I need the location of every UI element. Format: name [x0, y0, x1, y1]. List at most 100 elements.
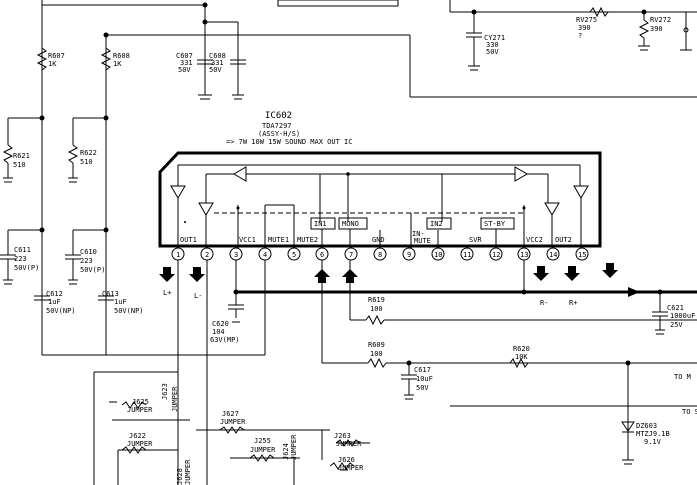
pin-name-mute2: MUTE2	[297, 236, 318, 244]
label-r-minus: R-	[540, 299, 548, 307]
pin-name-gnd: GND	[372, 236, 385, 244]
c617-value: 10uF	[416, 375, 433, 383]
j624: J624 JUMPER	[282, 434, 298, 460]
c612-voltage: 50V(NP)	[46, 307, 76, 315]
ic-block-mono: MONO	[338, 217, 368, 230]
cy271: CY271 330 50V	[466, 9, 505, 67]
c620: C620 104 63V(MP)	[210, 304, 244, 344]
c607-voltage: 50V	[178, 66, 191, 74]
j263-ref: J263	[334, 432, 351, 440]
dz603-part: MTZJ9.1B	[636, 430, 670, 438]
j628-label: JUMPER	[184, 459, 192, 485]
ic602-body	[158, 151, 602, 248]
label-l-minus: L-	[194, 292, 202, 300]
bottom-wiring	[93, 260, 370, 485]
c611: C611 223 50V(P)	[0, 227, 45, 281]
ic-block-stby: ST-BY	[480, 217, 515, 230]
c617-voltage: 50V	[416, 384, 429, 392]
j255-label: JUMPER	[250, 446, 276, 454]
r622: R622 510	[67, 115, 109, 179]
c607-ref: C607	[176, 52, 193, 60]
pin-10: 10	[434, 251, 442, 259]
c621: C621 1000uF 25V	[652, 292, 695, 331]
ic602-header: IC602 TDA7297 (ASSY-H/S) => 7W 10W 15W S…	[226, 111, 352, 146]
pin-name-out2: OUT2	[555, 236, 572, 244]
pin-name-mute: MUTE	[414, 237, 431, 245]
c613-value: 1uF	[114, 298, 127, 306]
j625-label: JUMPER	[127, 406, 153, 414]
c613-voltage: 50V(NP)	[114, 307, 144, 315]
c611-value: 223	[14, 255, 27, 263]
j624-label: JUMPER	[290, 434, 298, 460]
c607-value: 331	[180, 59, 193, 67]
ic-pins: 1 2 3 4 5 6 7 8 9 10 11 12 13 14 15	[171, 247, 589, 261]
j263-label: JUMPER	[336, 440, 362, 448]
j255-ref: J255	[254, 437, 271, 445]
j626: J626 JUMPER	[329, 456, 364, 472]
j263: J263 JUMPER	[334, 432, 362, 448]
block-in1-label: IN1	[314, 220, 327, 228]
r608-ref: R608	[113, 52, 130, 60]
block-in2-label: IN2	[430, 220, 443, 228]
c610-value: 223	[80, 257, 93, 265]
c610-voltage: 50V(P)	[80, 266, 105, 274]
r609-value: 100	[370, 350, 383, 358]
r619-value: 100	[370, 305, 383, 313]
cy271-ref: CY271	[484, 34, 505, 42]
dz603: DZ603 MTZJ9.1B 9.1V	[621, 421, 670, 461]
dz603-ref: DZ603	[636, 422, 657, 430]
pin-1: 1	[176, 251, 180, 259]
c620-voltage: 63V(MP)	[210, 336, 240, 344]
c612-value: 1uF	[48, 298, 61, 306]
top-wiring	[41, 0, 697, 355]
pin-9: 9	[407, 251, 411, 259]
supply-rail	[233, 260, 697, 305]
block-stby-label: ST-BY	[484, 220, 506, 228]
r607: R607 1K	[36, 47, 65, 71]
cy271-value: 330	[486, 41, 499, 49]
j623-label: JUMPER	[171, 386, 179, 412]
pin-14: 14	[549, 251, 557, 259]
pin-12: 12	[492, 251, 500, 259]
c617: C617 10uF 50V	[401, 363, 433, 396]
r620: R620 10K	[509, 345, 631, 369]
rv275-note: ?	[578, 32, 582, 40]
c621-ref: C621	[667, 304, 684, 312]
j622-label: JUMPER	[127, 440, 153, 448]
pin-6: 6	[320, 251, 324, 259]
r620-value: 10K	[515, 353, 528, 361]
j625-ref: J625	[132, 398, 149, 406]
j255: J255 JUMPER	[249, 437, 276, 462]
pin-15: 15	[578, 251, 586, 259]
j622-ref: J622	[129, 432, 146, 440]
j625: J625 JUMPER	[121, 398, 153, 414]
pin-13: 13	[520, 251, 528, 259]
speaker-labels: L+ L- R- R+	[163, 289, 577, 307]
ic-assy: (ASSY-H/S)	[258, 130, 300, 138]
ic-part: TDA7297	[262, 122, 292, 130]
label-l-plus: L+	[163, 289, 171, 297]
pin-name-out1: OUT1	[180, 236, 197, 244]
j626-label: JUMPER	[338, 464, 364, 472]
c613-ref: C613	[102, 290, 119, 298]
c612: C612 1uF 50V(NP)	[34, 290, 76, 315]
r622-ref: R622	[80, 149, 97, 157]
cy271-voltage: 50V	[486, 48, 499, 56]
c610-ref: C610	[80, 248, 97, 256]
r619: R619 100	[349, 260, 697, 326]
j628-ref: J628	[176, 468, 184, 485]
label-r-plus: R+	[569, 299, 577, 307]
pin-7: 7	[349, 251, 353, 259]
c608-value: 331	[211, 59, 224, 67]
r620-ref: R620	[513, 345, 530, 353]
j627-ref: J627	[222, 410, 239, 418]
pin-5: 5	[292, 251, 296, 259]
c621-value: 1000uF	[670, 312, 695, 320]
ic-pin-names: OUT1 VCC1 MUTE1 MUTE2 GND IN- MUTE SVR V…	[180, 230, 572, 245]
label-to-s: TO S	[682, 408, 697, 416]
j624-ref: J624	[282, 443, 290, 460]
c612-ref: C612	[46, 290, 63, 298]
output-arrows	[159, 263, 618, 283]
r609: R609 100	[321, 260, 697, 369]
